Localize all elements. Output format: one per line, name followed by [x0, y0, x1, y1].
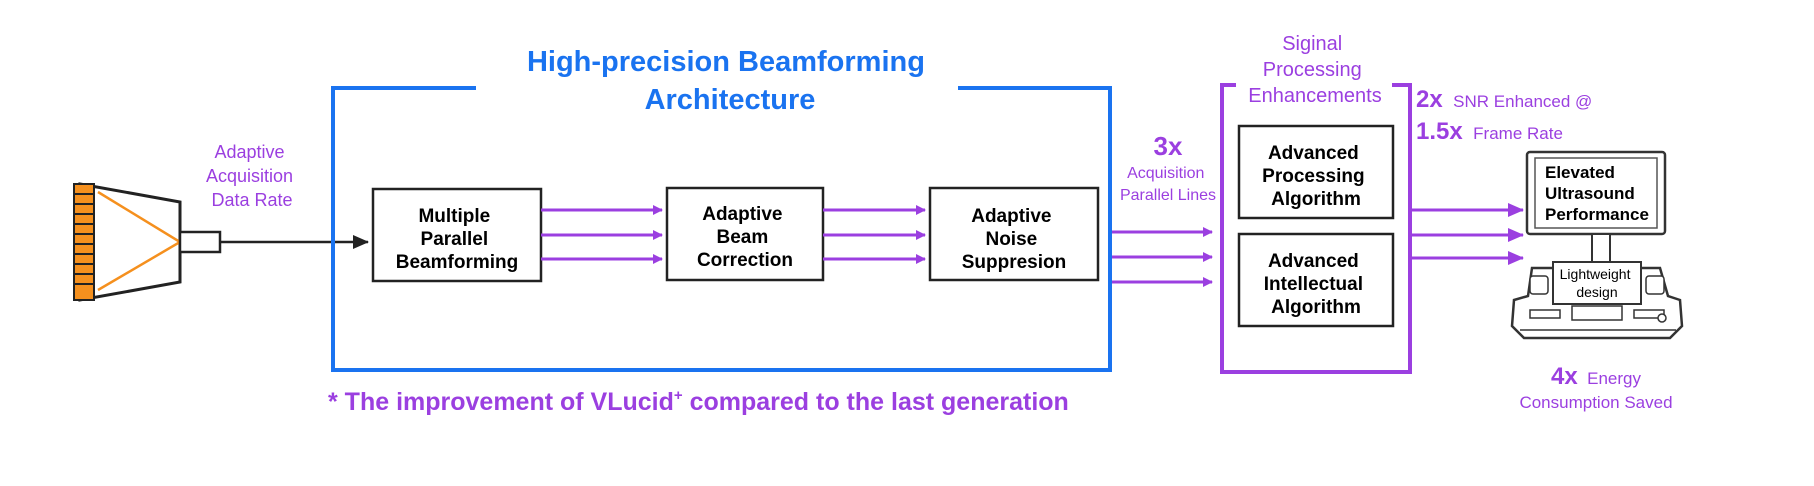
box-advanced-processing: Advanced Processing Algorithm — [1237, 124, 1395, 220]
svg-text:Adaptive Beam Corr: Adaptive Beam Correction — [697, 204, 793, 271]
stage-arrows-1 — [541, 205, 663, 264]
system-arrows — [1410, 203, 1524, 265]
svg-text:Multiple Parallel: Multiple Parallel Beamforming — [396, 206, 518, 273]
stage-box-beam-correction: Adaptive Beam Correction — [665, 186, 825, 282]
signal-processing-title: Siginal Processing Enhancements — [1248, 33, 1381, 107]
parallel-lines-label: Acquisition Parallel Lines — [1120, 165, 1216, 204]
svg-text:Advanced Processing: Advanced Processing Algorithm — [1262, 143, 1370, 210]
energy-label: 4x Energy — [1551, 363, 1642, 390]
input-label: Adaptive Acquisition Data Rate — [206, 142, 298, 210]
stage-arrows-2 — [823, 205, 926, 264]
ultrasound-system-icon — [1510, 150, 1684, 340]
svg-text:Advanced Intellectual: Advanced Intellectual Algorithm — [1264, 251, 1369, 318]
box-advanced-intellectual: Advanced Intellectual Algorithm — [1237, 232, 1395, 328]
parallel-lines-value: 3x — [1154, 131, 1183, 161]
signal-processing-frame — [1220, 83, 1412, 374]
stage-box-beamforming: Multiple Parallel Beamforming — [371, 187, 543, 283]
snr-label: 2x SNR Enhanced @ — [1416, 86, 1592, 113]
stage-box-noise-suppression: Adaptive Noise Suppresion — [928, 186, 1100, 282]
probe-icon — [73, 182, 222, 302]
frame-rate-label: 1.5x Frame Rate — [1416, 118, 1563, 145]
svg-text:Adaptive Noise Sup: Adaptive Noise Suppresion — [962, 206, 1067, 273]
stage-arrows-3 — [1112, 227, 1213, 287]
architecture-title: High-precision Beamforming Architecture — [527, 46, 933, 116]
footnote: * The improvement of VLucid+ compared to… — [328, 387, 1069, 416]
system-panel-label: Lightweight design — [1560, 266, 1635, 300]
system-screen-label: Elevated Ultrasound Performance — [1545, 163, 1649, 224]
energy-label-line2: Consumption Saved — [1519, 393, 1672, 412]
architecture-frame — [331, 86, 1112, 372]
